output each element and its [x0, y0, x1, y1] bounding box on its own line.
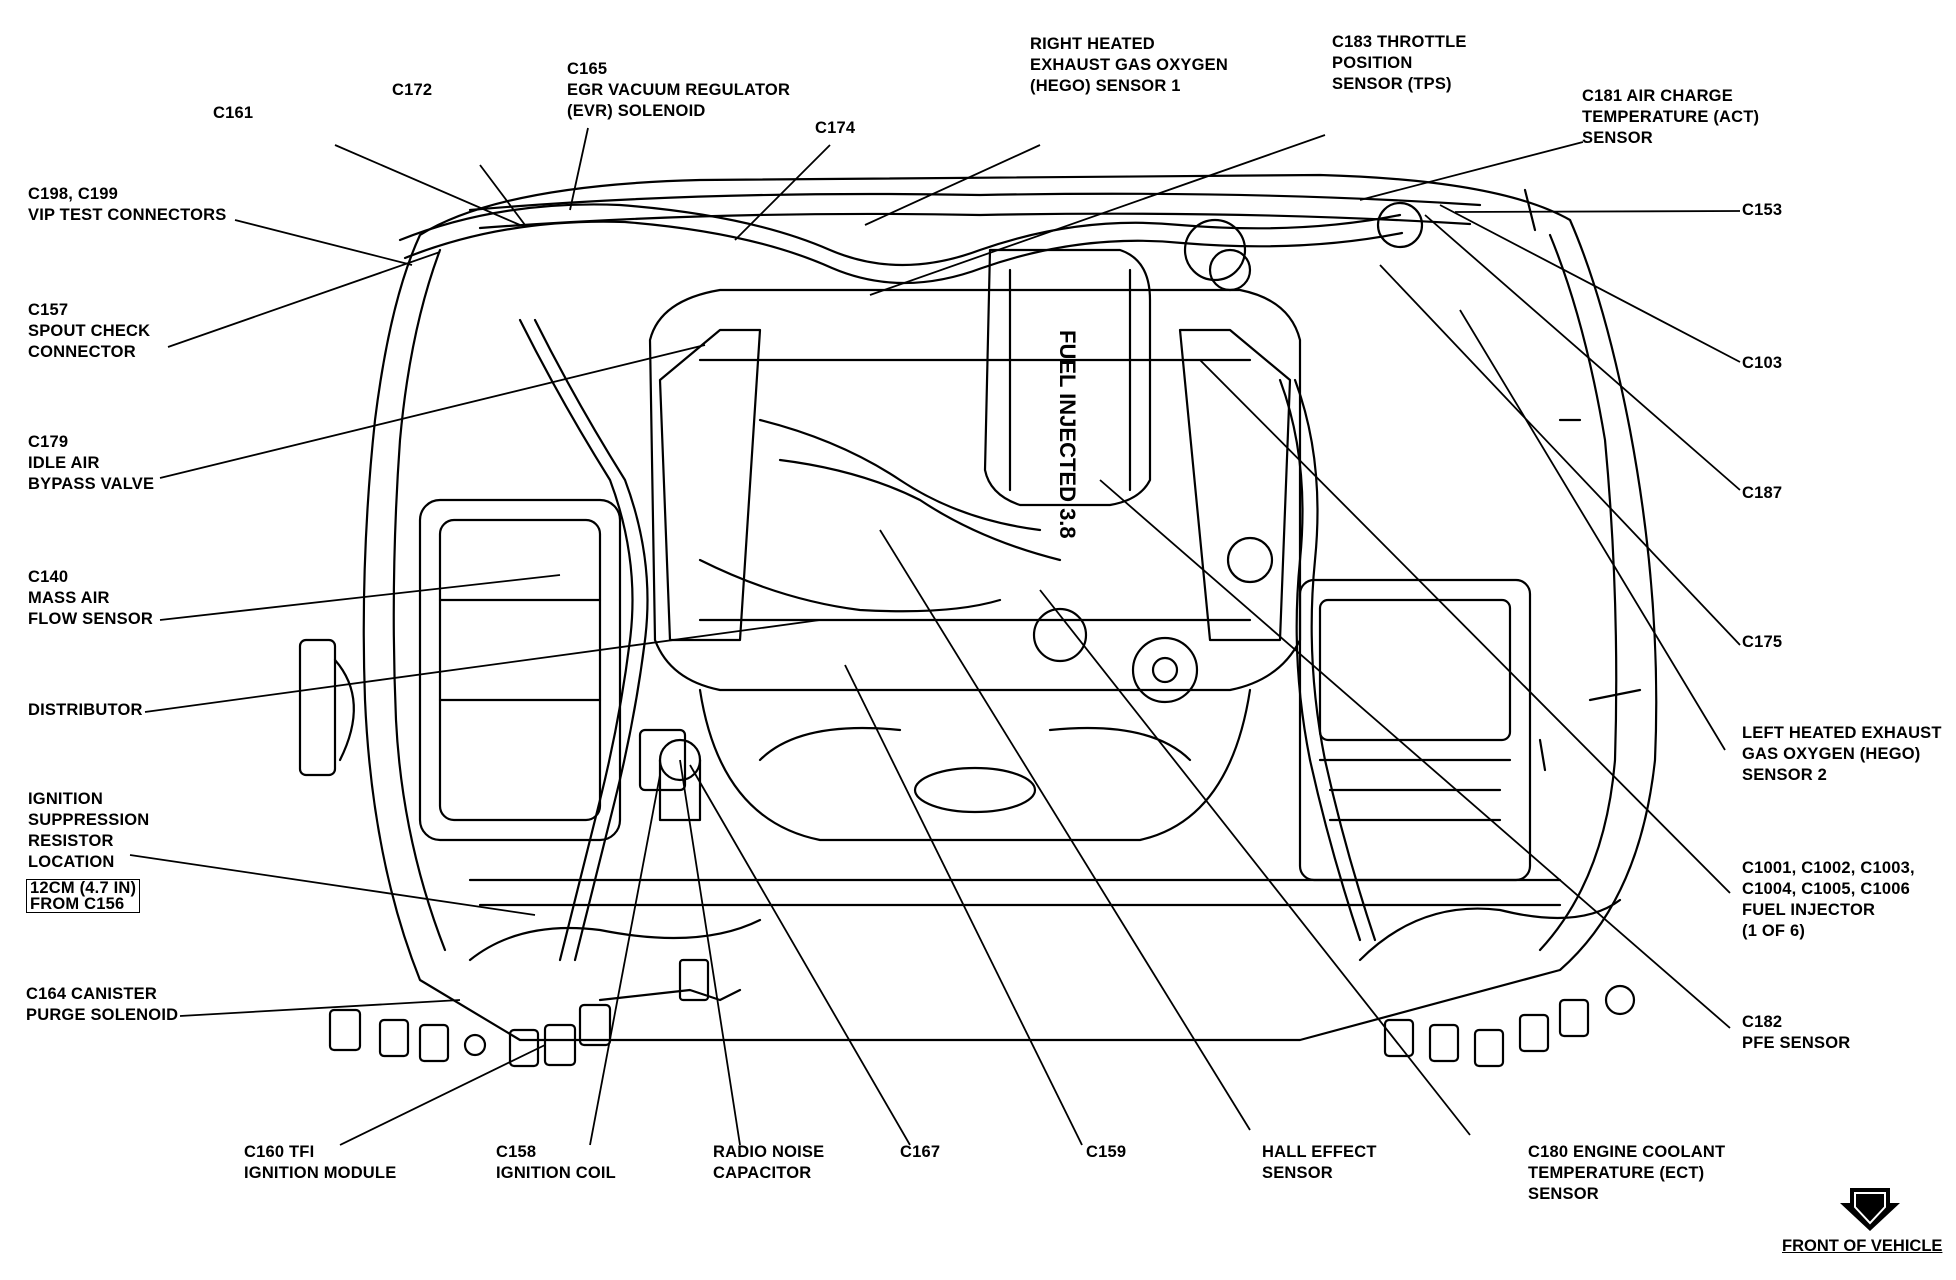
label-left-hego: LEFT HEATED EXHAUST GAS OXYGEN (HEGO) SE… — [1742, 724, 1942, 784]
label-c175: C175 — [1742, 633, 1783, 651]
label-radio-noise: RADIO NOISE CAPACITOR — [713, 1143, 825, 1182]
label-c187: C187 — [1742, 484, 1783, 502]
label-c161: C161 — [213, 104, 254, 122]
label-c140: C140 MASS AIR FLOW SENSOR — [28, 568, 154, 628]
label-c165: C165 EGR VACUUM REGULATOR (EVR) SOLENOID — [567, 60, 791, 120]
label-c182: C182 PFE SENSOR — [1742, 1013, 1851, 1052]
label-c160: C160 TFI IGNITION MODULE — [244, 1143, 397, 1182]
label-c180: C180 ENGINE COOLANT TEMPERATURE (ECT) SE… — [1528, 1143, 1726, 1203]
label-c174: C174 — [815, 119, 856, 137]
label-fuel-injector: C1001, C1002, C1003, C1004, C1005, C1006… — [1742, 859, 1915, 940]
fender-outline — [362, 173, 1658, 1042]
label-c158: C158 IGNITION COIL — [496, 1143, 616, 1182]
label-c172: C172 — [392, 81, 433, 99]
label-c153: C153 — [1742, 201, 1783, 219]
label-ignition-suppression: IGNITION SUPPRESSION RESISTOR LOCATION — [28, 790, 150, 871]
label-c164: C164 CANISTER PURGE SOLENOID — [26, 985, 179, 1024]
down-arrow-icon — [1840, 1188, 1900, 1231]
label-right-hego: RIGHT HEATED EXHAUST GAS OXYGEN (HEGO) S… — [1030, 35, 1228, 95]
label-distributor: DISTRIBUTOR — [28, 701, 143, 719]
label-c181: C181 AIR CHARGE TEMPERATURE (ACT) SENSOR — [1582, 87, 1760, 147]
label-c167: C167 — [900, 1143, 941, 1161]
label-c198-c199: C198, C199 VIP TEST CONNECTORS — [28, 185, 227, 224]
label-c179: C179 IDLE AIR BYPASS VALVE — [28, 433, 155, 493]
label-resistor-location-box: 12CM (4.7 IN) FROM C156 — [26, 879, 141, 913]
label-c157: C157 SPOUT CHECK CONNECTOR — [28, 301, 151, 361]
label-c183: C183 THROTTLE POSITION SENSOR (TPS) — [1332, 33, 1467, 93]
label-c159: C159 — [1086, 1143, 1127, 1161]
label-c103: C103 — [1742, 354, 1783, 372]
engine-badge-text: FUEL INJECTED 3.8 — [1055, 330, 1080, 539]
label-hall-effect: HALL EFFECT SENSOR — [1262, 1143, 1377, 1182]
front-of-vehicle-text: FRONT OF VEHICLE — [1782, 1237, 1943, 1255]
front-of-vehicle-indicator: FRONT OF VEHICLE — [1770, 1183, 1950, 1263]
